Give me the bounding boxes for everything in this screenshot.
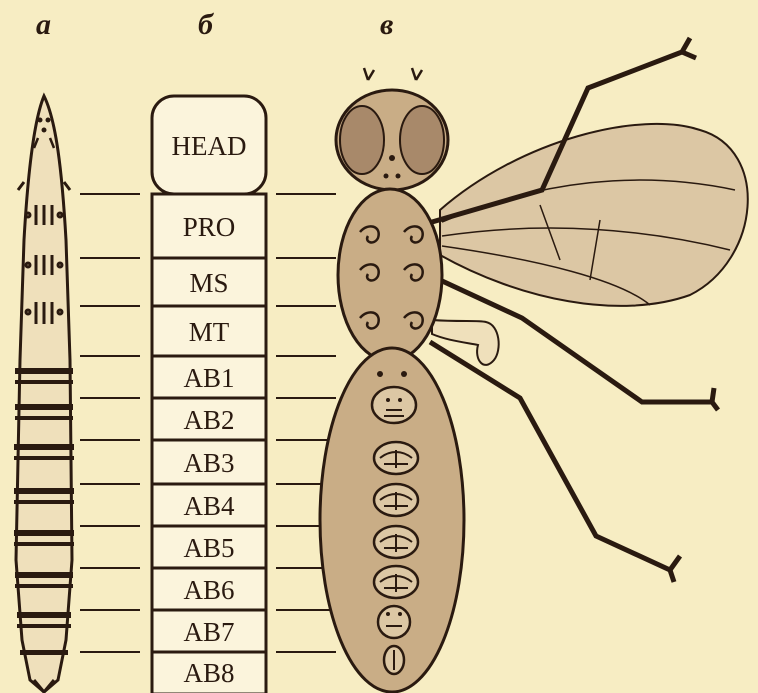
panel-letter-b: б — [198, 8, 214, 41]
segment-label-pro: PRO — [183, 212, 236, 242]
left-eye — [340, 106, 384, 174]
segment-column: HEAD PRO MS MT AB1 AB2 AB3 AB4 AB5 AB6 A… — [152, 96, 266, 693]
larva-illustration — [14, 96, 74, 692]
segment-label-ab8: AB8 — [183, 658, 234, 688]
segment-label-ab4: AB4 — [183, 491, 235, 521]
segment-label-head: HEAD — [172, 131, 247, 161]
fly-abdomen — [320, 348, 464, 692]
larva-body — [16, 96, 72, 692]
segment-label-ab3: AB3 — [183, 448, 234, 478]
haltere — [432, 320, 499, 365]
panel-letter-v: в — [380, 8, 393, 41]
segment-label-ms: MS — [189, 268, 228, 298]
segment-label-ab1: AB1 — [183, 363, 234, 393]
segment-label-ab7: AB7 — [183, 617, 234, 647]
right-eye — [400, 106, 444, 174]
segment-label-ab2: AB2 — [183, 405, 234, 435]
segment-label-ab6: AB6 — [183, 575, 234, 605]
adult-fly-illustration — [320, 38, 748, 692]
panel-letter-a: a — [36, 8, 51, 41]
fly-thorax — [338, 189, 442, 361]
legs — [430, 38, 718, 582]
fly-head — [336, 68, 448, 190]
segment-label-ab5: AB5 — [183, 533, 234, 563]
segment-label-mt: MT — [189, 317, 230, 347]
